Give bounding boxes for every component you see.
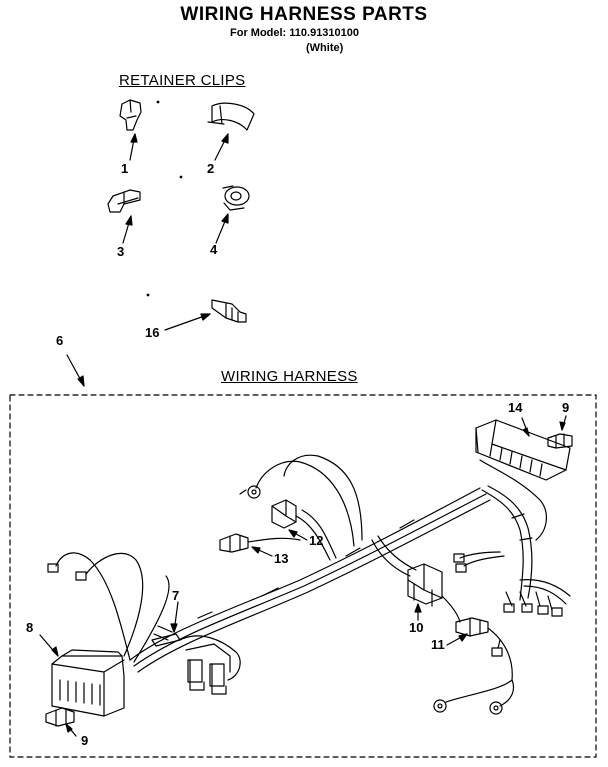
callout-3: 3 — [117, 244, 125, 259]
callout-9-bottom: 9 — [81, 733, 89, 748]
callout-16: 16 — [145, 325, 160, 340]
arrowhead-3 — [125, 215, 133, 226]
relay-block — [179, 635, 241, 695]
diagram-title: WIRING HARNESS PARTS — [180, 4, 428, 25]
callout-6: 6 — [56, 333, 64, 348]
terminal-block-8 — [51, 649, 125, 717]
harness-clamp-7 — [151, 633, 181, 647]
speck — [156, 100, 160, 104]
callout-9-top: 9 — [562, 400, 570, 415]
terminal-block-14 — [475, 419, 571, 481]
arrowhead-9-bottom — [65, 723, 73, 733]
speck — [146, 293, 150, 297]
connector-13 — [219, 533, 301, 553]
retainer-clip-2 — [207, 102, 255, 131]
arrowhead-6 — [77, 375, 85, 387]
arrowhead-14 — [522, 427, 530, 437]
retainer-clip-4 — [222, 185, 250, 211]
harness-branch-right — [453, 459, 571, 617]
wiring-harness-heading: WIRING HARNESS — [221, 368, 358, 385]
callout-14: 14 — [508, 400, 523, 415]
arrowhead-11 — [458, 633, 468, 642]
harness-frame — [9, 394, 597, 758]
arrowhead-12 — [288, 529, 298, 538]
arrowhead-10 — [414, 603, 422, 613]
connector-10 — [407, 563, 443, 607]
arrowhead-8 — [51, 646, 59, 657]
callout-10: 10 — [409, 620, 424, 635]
harness-branch-lower-right — [433, 627, 515, 715]
arrowhead-7 — [170, 623, 178, 633]
callout-8: 8 — [26, 620, 34, 635]
harness-branch-upper — [239, 454, 363, 547]
arrowhead-13 — [251, 546, 261, 554]
connector-11 — [441, 595, 489, 637]
retainer-clip-1 — [119, 99, 142, 131]
callout-13: 13 — [274, 551, 289, 566]
arrowhead-4 — [221, 213, 229, 224]
callout-2: 2 — [207, 161, 215, 176]
model-number: For Model: 110.91310100 — [230, 27, 360, 39]
harness-branch-12 — [295, 509, 337, 561]
callout-4: 4 — [210, 242, 218, 257]
arrowhead-16 — [200, 313, 211, 321]
harness-branch-left — [47, 552, 173, 663]
connector-9-bottom — [45, 707, 75, 727]
retainer-clip-16 — [211, 299, 247, 323]
connector-9-top — [547, 433, 573, 449]
main-harness-trunk — [129, 487, 491, 673]
speck — [179, 175, 183, 179]
callout-1: 1 — [121, 161, 129, 176]
callout-7: 7 — [172, 588, 180, 603]
arrowhead-9-top — [559, 421, 566, 431]
connector-12 — [271, 499, 297, 529]
callout-11: 11 — [431, 637, 445, 652]
arrowhead-1 — [130, 133, 138, 143]
retainer-clip-3 — [107, 189, 141, 213]
arrowhead-2 — [221, 133, 229, 144]
model-color: (White) — [306, 42, 344, 54]
callout-12: 12 — [309, 533, 324, 548]
retainer-clips-heading: RETAINER CLIPS — [119, 72, 246, 89]
